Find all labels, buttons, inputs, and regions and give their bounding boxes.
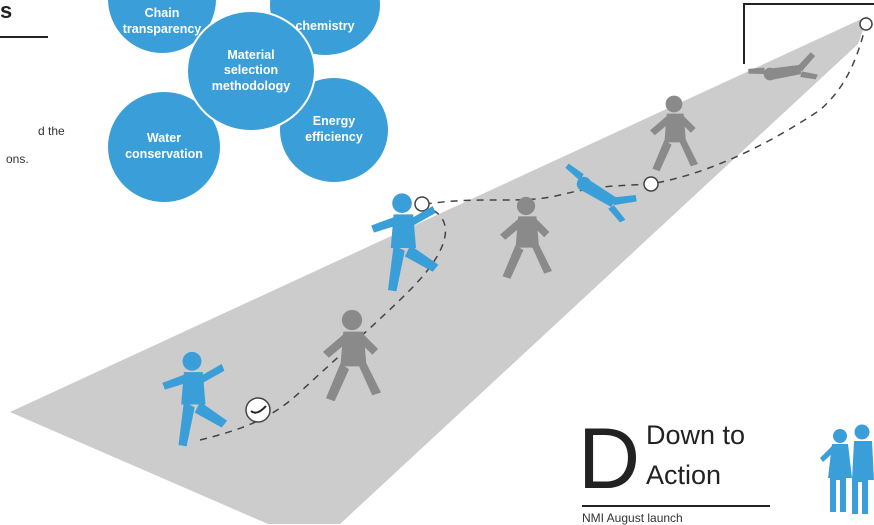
bubble-water-conservation: Water conservation: [108, 92, 220, 202]
bubble-line: methodology: [211, 78, 291, 93]
football-icon: [245, 397, 271, 423]
heading-underline: [0, 36, 48, 38]
section-letter: D: [578, 411, 641, 507]
body-text-fragment-2: ons.: [6, 152, 29, 166]
section-title-line-1: Down to: [646, 420, 746, 450]
bubble-line: Material: [227, 47, 275, 62]
body-text-fragment-1: d the: [38, 124, 65, 138]
bubble-line: conservation: [125, 147, 203, 161]
section-underline: [582, 505, 770, 507]
swoosh-icon: [250, 405, 267, 414]
section-caption: NMI August launch: [582, 511, 683, 525]
bubble-line: Energy: [312, 114, 356, 129]
bubble-line: selection: [223, 63, 279, 78]
football-icon: [859, 17, 873, 31]
section-title-line-2: Action: [646, 460, 722, 490]
bubble-line: Chain: [144, 6, 180, 21]
football-icon: [643, 176, 659, 192]
football-icon: [414, 196, 430, 212]
bubble-line: transparency: [122, 22, 202, 36]
goal-frame: [743, 3, 874, 64]
bubble-line: efficiency: [305, 130, 363, 144]
bubble-line: chemistry: [295, 19, 355, 34]
pitch-wedge: [10, 16, 868, 524]
bubble-material-selection: Material selection methodology: [186, 10, 316, 132]
ball-trajectory: [199, 23, 867, 441]
people-icon: [820, 424, 874, 514]
bubble-line: Water: [146, 131, 182, 146]
section-heading-fragment: s: [0, 0, 13, 23]
